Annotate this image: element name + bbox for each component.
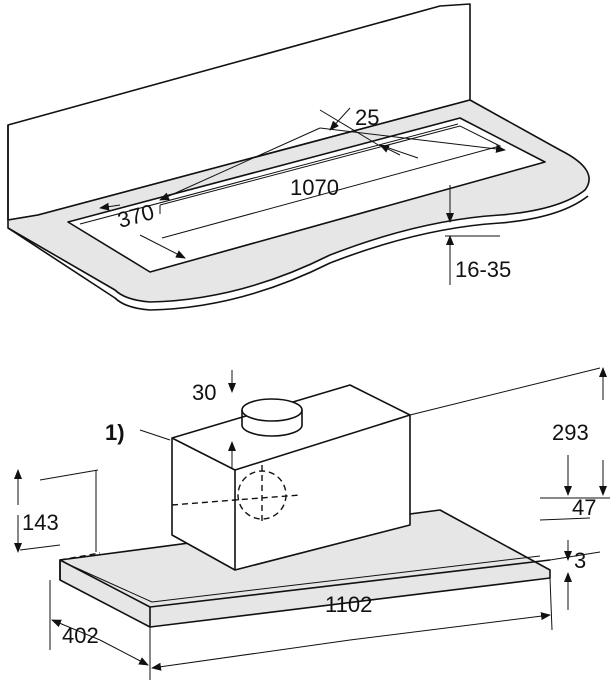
dim-duct-height: 30 (192, 380, 216, 405)
cutout (67, 117, 546, 273)
dim-lip: 3 (574, 548, 586, 573)
motor-box (171, 384, 411, 571)
dim-total-height: 293 (552, 420, 589, 445)
worktop-drawing: 25 370 1070 16-35 (7, 3, 590, 311)
callout-marker: 1) (105, 420, 125, 445)
dim-cutout-length: 1070 (290, 175, 339, 200)
hood-drawing: 1) 30 293 47 3 143 402 1102 (14, 367, 610, 680)
dim-worktop-thickness: 16-35 (455, 257, 511, 282)
duct-collar (241, 398, 303, 422)
dim-width: 1102 (325, 592, 372, 617)
dim-lower-height: 47 (572, 495, 596, 520)
dim-depth: 402 (62, 623, 99, 648)
dim-slot-width: 25 (355, 105, 379, 130)
dim-side-height: 143 (22, 510, 59, 535)
